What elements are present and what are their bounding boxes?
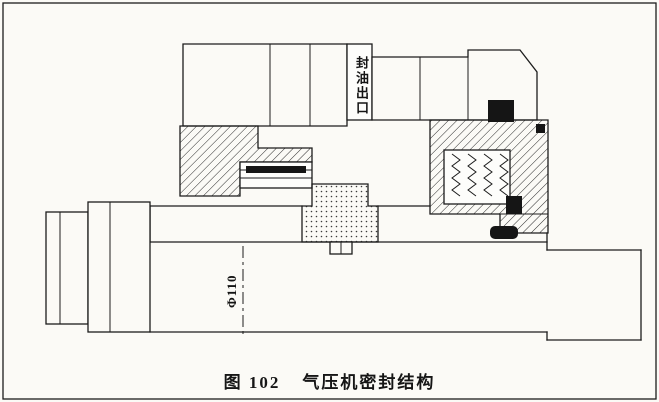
shaft <box>149 183 548 255</box>
bolt-plug <box>488 100 514 122</box>
spring <box>451 153 461 197</box>
figure-caption: 图 102 气压机密封结构 <box>0 368 659 393</box>
o-ring-bottom <box>490 226 518 239</box>
shaft-hub <box>301 183 379 243</box>
figure-number: 图 102 <box>223 373 281 392</box>
diameter-label: Φ110 <box>224 274 239 308</box>
figure-title: 气压机密封结构 <box>302 373 436 392</box>
o-ring-top-right <box>536 124 545 133</box>
oil-outlet-label: 封油出口 <box>354 56 369 116</box>
upper-housing-left <box>182 43 348 127</box>
spring <box>483 153 493 197</box>
seal-ring-black <box>246 166 306 173</box>
seal-housing-right <box>429 119 549 239</box>
spring <box>499 153 509 197</box>
spring-cavity <box>443 149 511 205</box>
o-ring-seat <box>506 196 522 214</box>
seal-plate-stack <box>239 161 313 189</box>
shaft-body <box>149 232 642 341</box>
left-end-block <box>45 201 151 333</box>
gland-left <box>179 125 313 197</box>
spring <box>467 153 477 197</box>
